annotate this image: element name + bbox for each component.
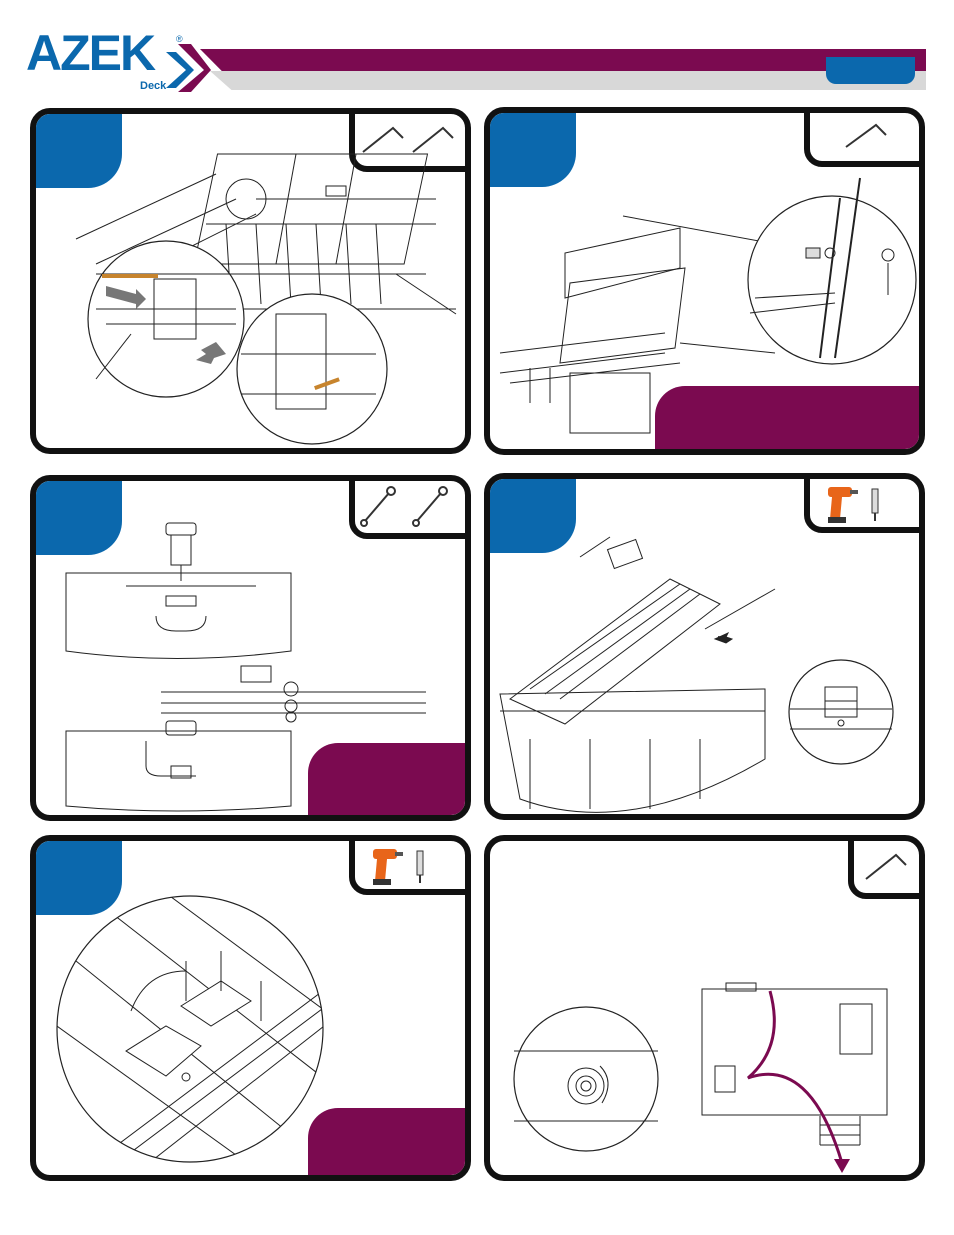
header-tab (826, 57, 915, 84)
step-panel-1 (30, 108, 471, 454)
logo-subtext: Deck (140, 80, 167, 92)
azek-logo: AZEK ® Deck (26, 26, 211, 92)
illustration-lid-install (490, 479, 919, 814)
header-gray-bar (210, 71, 926, 90)
header-purple-bar (200, 49, 926, 71)
step-panel-4 (484, 473, 925, 820)
illustration-cup-holder (36, 841, 465, 1175)
illustration-hinge-assembly (36, 114, 465, 448)
header: AZEK ® Deck (0, 0, 954, 100)
illustration-drain-routing (490, 841, 919, 1175)
step-panel-3 (30, 475, 471, 821)
step-panel-6 (484, 835, 925, 1181)
registered-mark: ® (176, 34, 183, 44)
step-panel-5 (30, 835, 471, 1181)
step-panel-2 (484, 107, 925, 455)
illustration-lid-open (490, 113, 919, 449)
illustration-gas-spring-mount (36, 481, 465, 815)
logo-wordmark: AZEK (26, 26, 156, 81)
